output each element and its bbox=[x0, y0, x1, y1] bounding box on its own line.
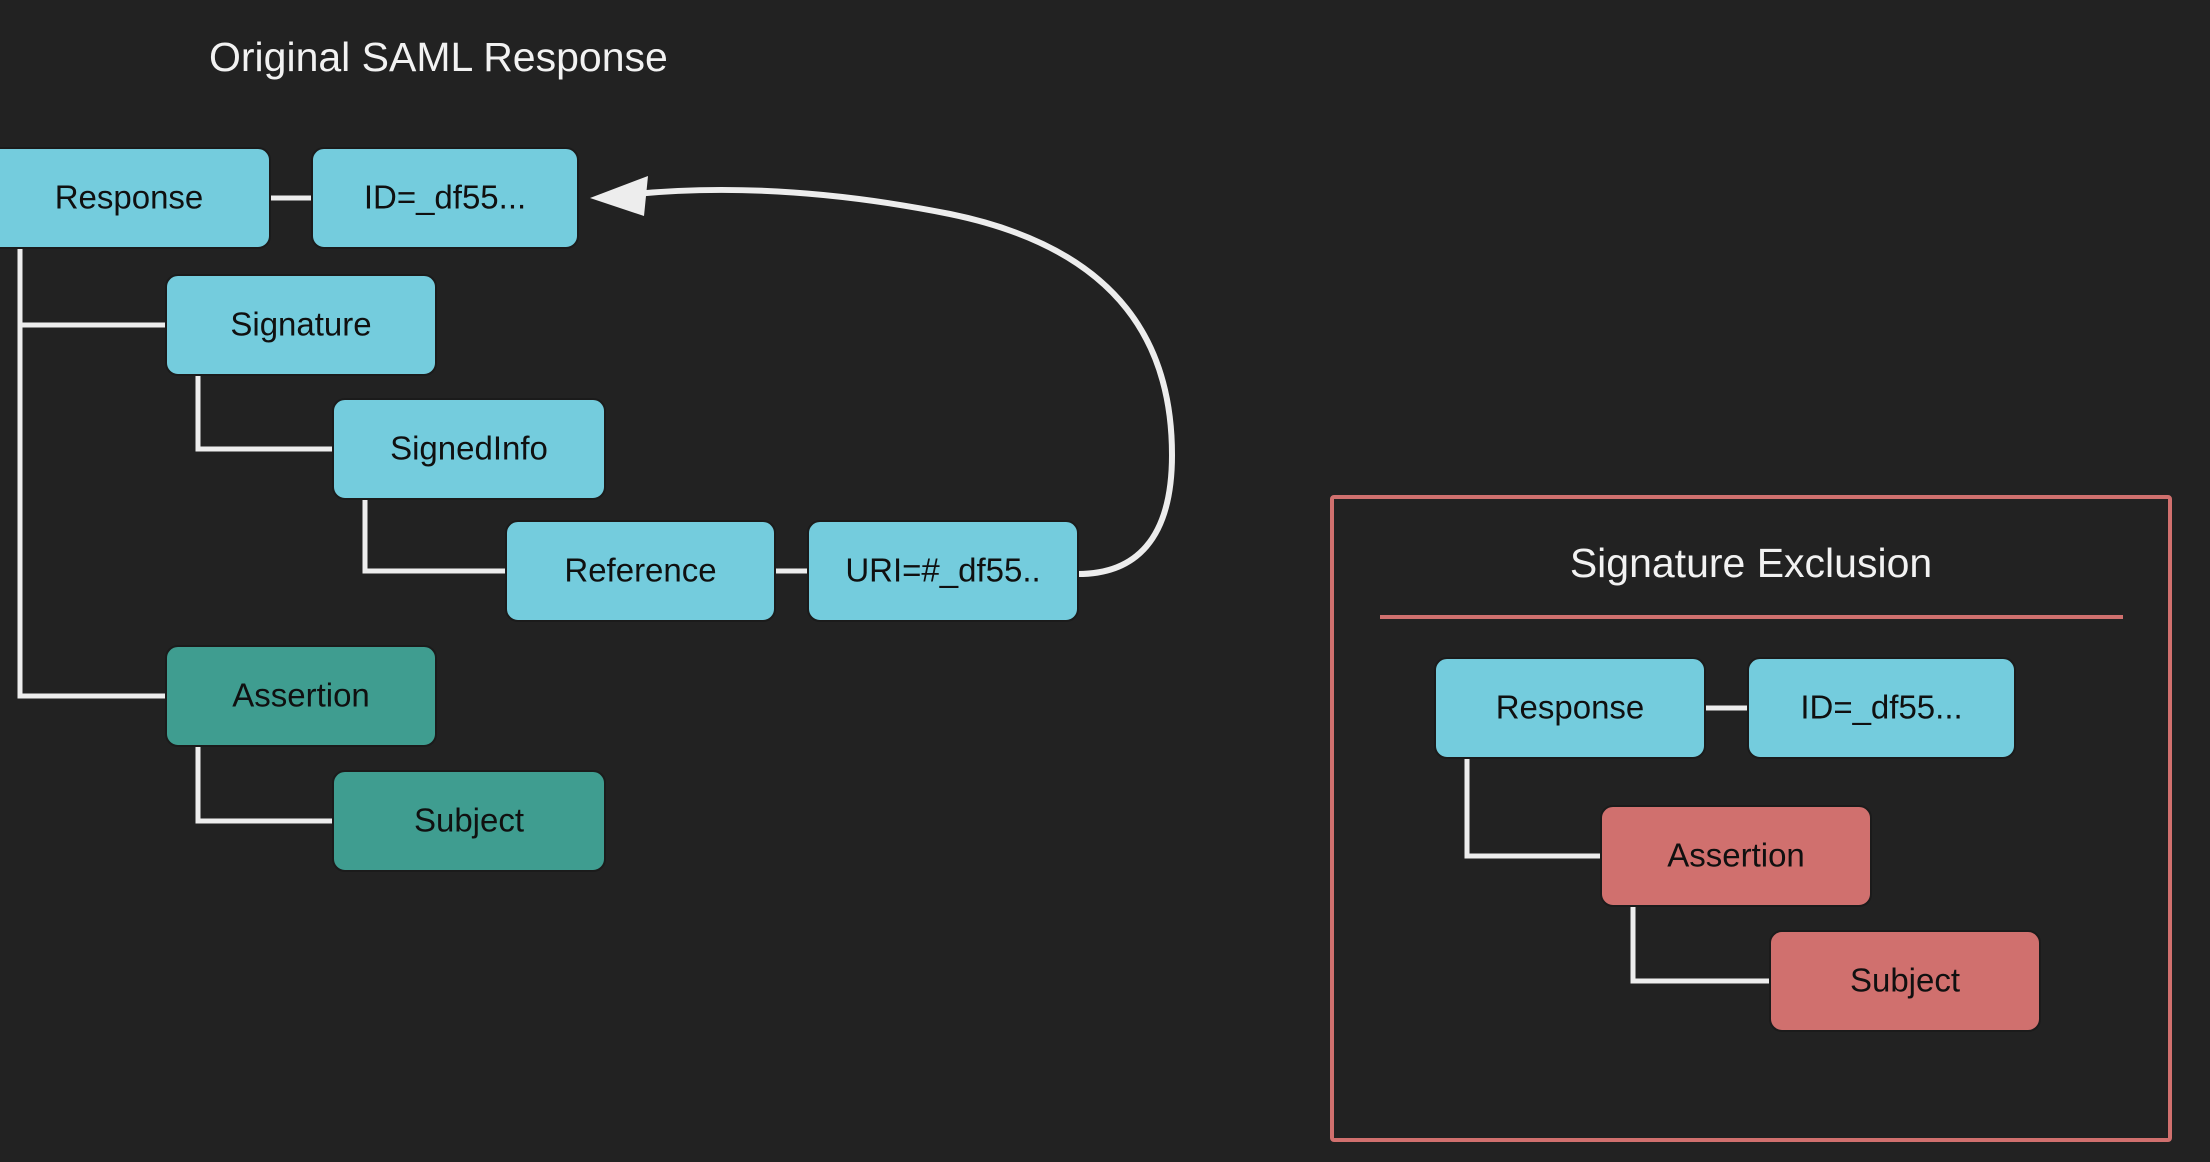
left-tree-uri-box[interactable] bbox=[807, 520, 1079, 622]
reference-arrow-curve bbox=[624, 187, 1176, 577]
left-tree-title: Original SAML Response bbox=[209, 34, 668, 80]
panel-border bbox=[1330, 495, 2172, 1142]
right-panel-r_response_id-label: ID=_df55... bbox=[1800, 689, 1962, 726]
left-tree-edge-assertion-to-subject bbox=[195, 746, 333, 824]
left-tree-reference-box[interactable] bbox=[505, 520, 776, 622]
left-tree-response-label: Response bbox=[55, 179, 204, 216]
left-tree-edge-signedinfo-to-reference bbox=[362, 499, 506, 574]
signature-exclusion-panel: Signature Exclusion bbox=[1330, 495, 2172, 1142]
left-tree-assertion-box[interactable] bbox=[165, 645, 437, 747]
left-tree-signature-label: Signature bbox=[230, 306, 371, 343]
left-tree-response-box[interactable] bbox=[0, 147, 271, 249]
right-panel-r_assertion-label: Assertion bbox=[1667, 837, 1805, 874]
right-panel-r_response_id-box[interactable] bbox=[1747, 657, 2016, 759]
left-tree-response_id-label: ID=_df55... bbox=[364, 179, 526, 216]
signature-reference-arrow bbox=[590, 176, 1176, 577]
left-tree-nodes: Response ID=_df55... SignatureSignedInfoRe… bbox=[0, 147, 1079, 872]
right-panel-r_subject-box[interactable] bbox=[1769, 930, 2041, 1032]
left-tree-signature-box[interactable] bbox=[165, 274, 437, 376]
left-tree-subject-label: Subject bbox=[414, 802, 524, 839]
right-panel-r_subject-label: Subject bbox=[1850, 962, 1960, 999]
left-tree-assertion-label: Assertion bbox=[232, 677, 370, 714]
left-tree-edges bbox=[17, 195, 808, 824]
right-panel-edges bbox=[1464, 705, 1770, 984]
right-panel-edge-r_assertion-to-r_subject bbox=[1630, 906, 1770, 984]
left-tree-reference-label: Reference bbox=[564, 552, 716, 589]
right-panel-r_response-box[interactable] bbox=[1434, 657, 1706, 759]
left-tree-response_id-box[interactable] bbox=[311, 147, 579, 249]
left-tree-subject-box[interactable] bbox=[332, 770, 606, 872]
right-panel-edge-r_response-to-r_assertion bbox=[1464, 758, 1601, 859]
reference-arrow-head bbox=[590, 176, 648, 216]
left-tree-uri-label: URI=#_df55.. bbox=[845, 552, 1040, 589]
right-panel-r_response-label: Response bbox=[1496, 689, 1645, 726]
left-tree-edge-response-to-assertion bbox=[17, 248, 166, 699]
left-tree-edge-signature-to-signedinfo bbox=[195, 375, 333, 452]
right-panel-r_assertion-box[interactable] bbox=[1600, 805, 1872, 907]
left-tree-signedinfo-label: SignedInfo bbox=[390, 430, 548, 467]
panel-title: Signature Exclusion bbox=[1570, 540, 1932, 586]
left-tree-signedinfo-box[interactable] bbox=[332, 398, 606, 500]
